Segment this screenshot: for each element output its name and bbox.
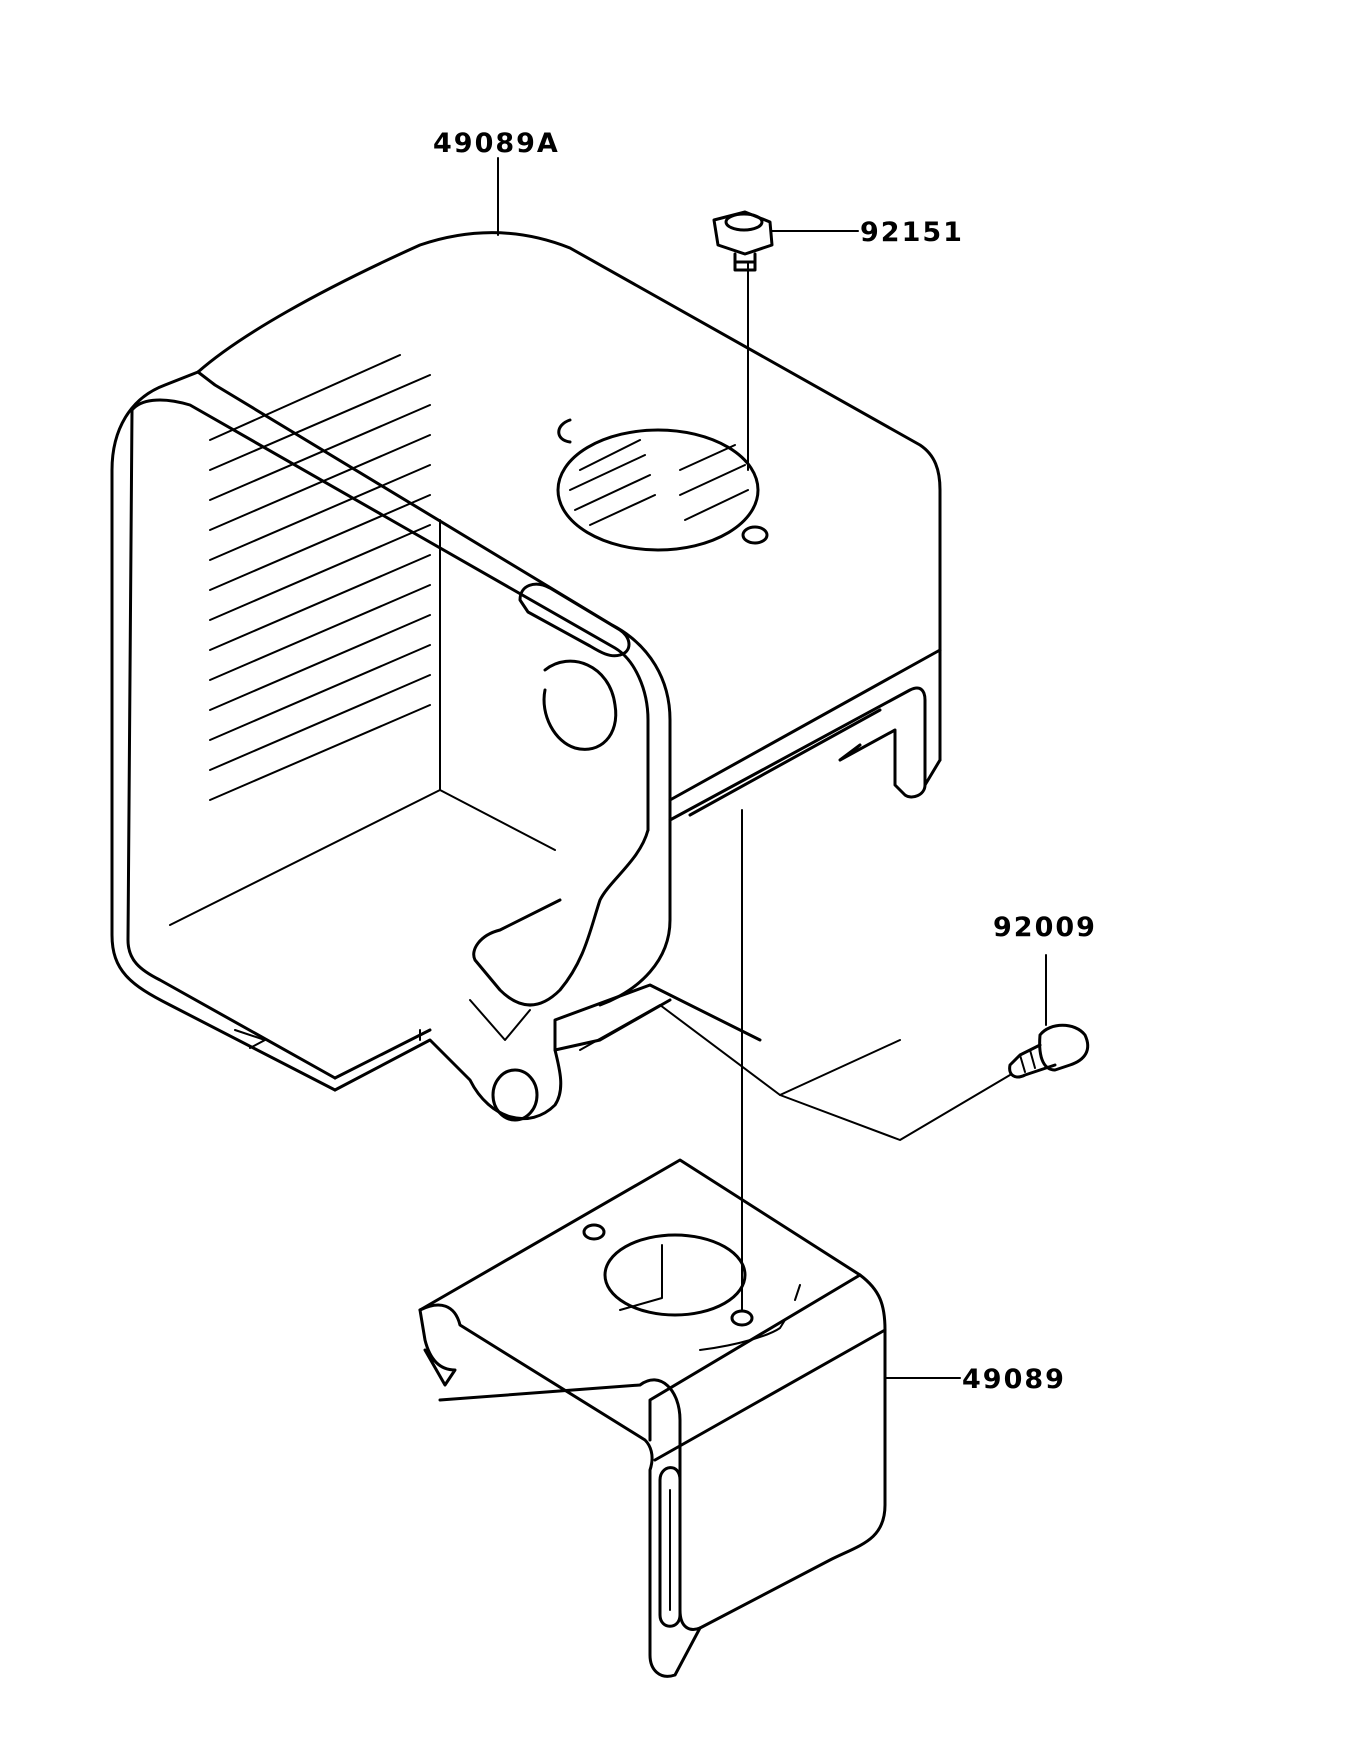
screw-92009-drawing [779, 1023, 1090, 1141]
leader-lines [497, 157, 1047, 1379]
bolt-92151-drawing [712, 210, 774, 471]
muffler-cover-drawing [110, 231, 942, 1122]
part-label-92151: 92151 [860, 217, 964, 248]
part-label-49089: 49089 [962, 1364, 1066, 1395]
part-label-49089A: 49089A [433, 128, 560, 159]
louver-slots [209, 354, 431, 801]
bracket-49089-drawing [418, 809, 887, 1678]
top-vent [556, 428, 760, 552]
part-label-92009: 92009 [993, 912, 1097, 943]
